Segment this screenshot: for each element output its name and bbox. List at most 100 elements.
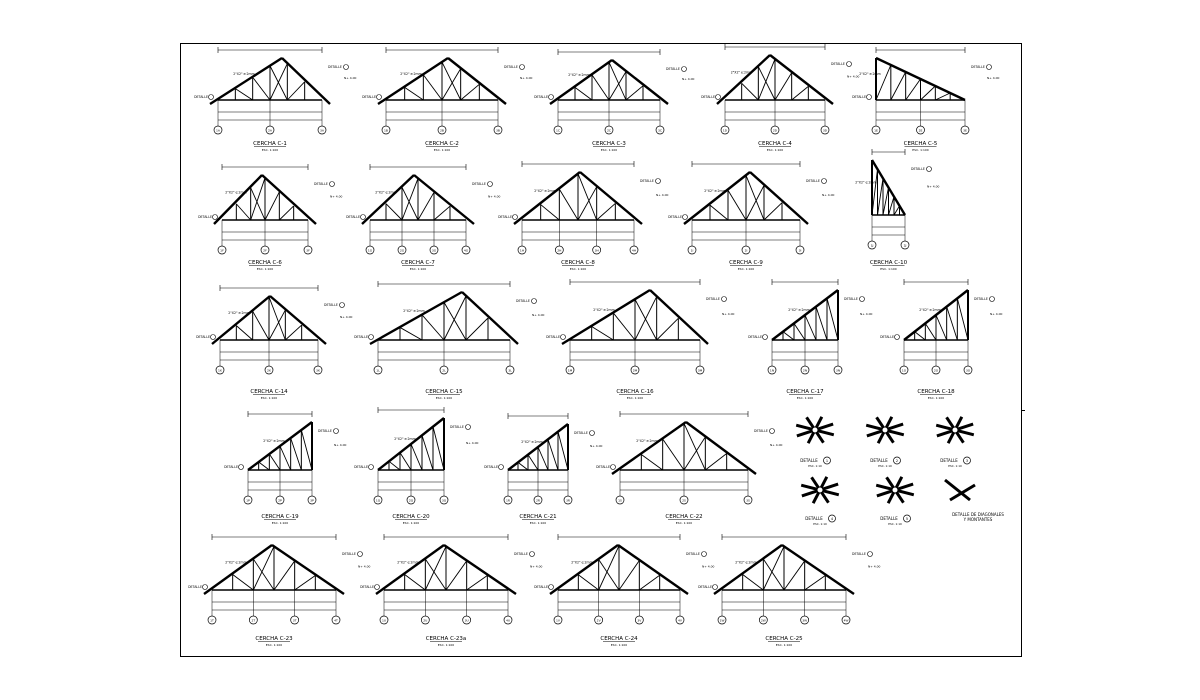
truss-web-diagonal <box>285 324 302 341</box>
truss-web-diagonal <box>287 81 305 101</box>
truss-web-diagonal <box>882 187 889 216</box>
truss-web-diagonal <box>877 178 884 216</box>
axis-bubble <box>207 615 217 625</box>
axis-bubble <box>800 615 810 625</box>
truss-web-diagonal <box>634 296 658 341</box>
truss-scale: ESC. 1:100 <box>434 148 451 152</box>
axis-label: 1A <box>216 129 221 133</box>
node-plate <box>951 426 959 434</box>
truss-web-diagonal <box>577 173 598 221</box>
truss-top-chord-right <box>413 174 475 225</box>
axis-label: 3T <box>293 619 297 623</box>
truss-web-diagonal <box>791 86 809 101</box>
detail-callout-bubble <box>498 464 504 470</box>
truss-web-diagonal <box>956 298 969 341</box>
axis-bubble <box>533 495 543 505</box>
detail-callout-bubble <box>487 181 493 187</box>
axis-bubble <box>406 495 416 505</box>
truss-web-diagonal <box>268 296 286 341</box>
axis-bubble <box>420 615 430 625</box>
truss-web-diagonal <box>914 331 926 341</box>
axis-bubble <box>615 495 625 505</box>
axis-bubble <box>437 125 447 135</box>
detail-callout-bubble <box>512 214 518 220</box>
truss-web-diagonal <box>763 202 783 221</box>
truss-title: CERCHA C-5 <box>904 141 938 147</box>
node-plate <box>816 486 824 494</box>
detail-callout-bubble <box>721 296 727 302</box>
axis-bubble <box>916 125 925 135</box>
axis-bubble <box>381 125 391 135</box>
axis-label: 3R <box>566 499 570 503</box>
axis-label: 1U <box>382 619 386 623</box>
axis-label: 1S <box>618 499 622 503</box>
axis-bubble <box>899 365 909 375</box>
axis-label: 1I <box>691 249 694 253</box>
truss-web-diagonal <box>269 63 288 101</box>
axis-label: 1Q <box>376 499 381 503</box>
truss-web-diagonal <box>888 196 895 216</box>
detail-callout: DETALLE <box>328 65 342 69</box>
axis-bubble <box>554 245 564 255</box>
axis-bubble <box>717 615 727 625</box>
axis-bubble <box>695 365 705 375</box>
axis-bubble <box>373 495 383 505</box>
truss-top-chord-left <box>683 171 751 225</box>
detail-callout-bubble <box>548 584 554 590</box>
truss-web-diagonal <box>656 318 679 341</box>
truss-web-diagonal <box>421 314 445 341</box>
truss-web-diagonal <box>441 68 462 101</box>
truss-web-diagonal <box>875 64 892 101</box>
truss-scale: ESC. 1:100 <box>738 267 755 271</box>
detail-callout-bubble <box>339 302 345 308</box>
detail-title: DETALLE <box>805 516 823 521</box>
member-size-label: 2"X2" e:2mm <box>400 72 421 76</box>
axis-bubble <box>592 245 602 255</box>
truss-top-chord-right <box>649 289 709 345</box>
axis-bubble <box>493 125 503 135</box>
truss-web-diagonal <box>804 314 817 341</box>
level-mark: N+ 4.00 <box>868 565 880 569</box>
detail-callout-bubble <box>610 464 616 470</box>
truss-web-diagonal <box>466 575 488 591</box>
axis-label: 2D <box>773 129 778 133</box>
axis-bubble <box>503 615 513 625</box>
axis-bubble <box>553 615 563 625</box>
axis-label: 1E <box>874 129 878 133</box>
truss-scale: ESC. 1:100 <box>767 148 784 152</box>
level-mark: N+ 4.00 <box>532 313 544 317</box>
truss-web-diagonal <box>443 302 467 341</box>
truss-title: CERCHA C-20 <box>392 514 430 520</box>
truss-title: CERCHA C-6 <box>248 260 282 266</box>
truss-web-diagonal <box>745 185 765 221</box>
member-size-label: 2"X2" e:2mm <box>735 561 756 565</box>
axis-label: 3V <box>637 619 642 623</box>
truss-web-diagonal <box>634 299 658 341</box>
axis-label: 1O <box>902 369 907 373</box>
member-size-label: 2"X2" e:2mm <box>704 189 725 193</box>
axis-bubble <box>867 240 877 250</box>
axis-label: 2V <box>597 619 602 623</box>
truss-scale: ESC. 1:100 <box>611 643 628 647</box>
truss-web-diagonal <box>388 460 401 471</box>
truss-web-diagonal <box>608 62 627 101</box>
detail-callout-bubble <box>715 94 721 100</box>
truss-top-chord-left <box>211 295 271 345</box>
truss-web-diagonal <box>625 85 644 101</box>
truss-web-diagonal <box>252 311 270 341</box>
truss-title: CERCHA C-17 <box>786 389 824 395</box>
truss-web-diagonal <box>745 175 765 221</box>
axis-label: 3O <box>966 369 971 373</box>
detail-callout: DETALLE <box>342 552 356 556</box>
axis-bubble <box>462 615 472 625</box>
detail-callout-bubble <box>212 214 218 220</box>
truss-scale: ESC. 1:100 <box>266 643 283 647</box>
truss-title: CERCHA C-9 <box>729 260 763 266</box>
truss-web-diagonal <box>783 560 806 591</box>
axis-label: 3I <box>799 249 802 253</box>
